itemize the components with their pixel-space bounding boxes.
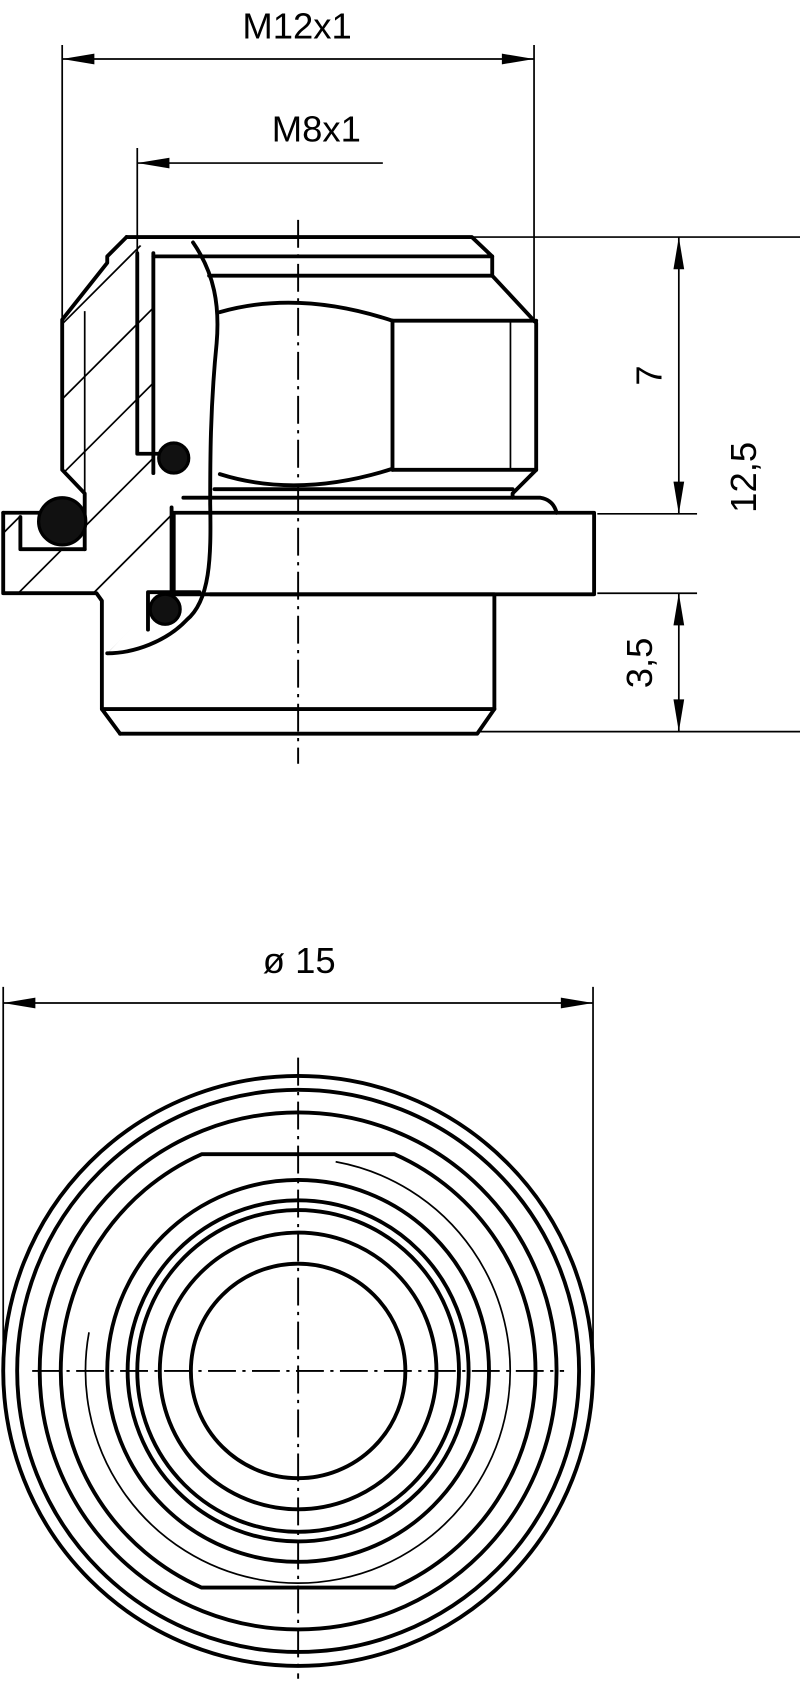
arrow-icon <box>560 997 594 1009</box>
end-view-dimensions: ø 15 <box>2 940 594 1371</box>
bore-line <box>135 251 163 456</box>
hex-barrel-bottom-arc <box>217 466 395 488</box>
dim-12-5: 12,5 <box>723 442 764 513</box>
collar-line-2 <box>181 495 559 515</box>
arrow-icon <box>673 237 685 270</box>
dim-m8x1: M8x1 <box>272 109 361 150</box>
dim-diameter-15: ø 15 <box>263 940 336 981</box>
dim-3-5: 3,5 <box>619 638 660 689</box>
breakout-curve <box>105 240 220 656</box>
small-o-ring-lower <box>148 592 182 626</box>
arrow-icon <box>673 481 685 514</box>
side-view-dimensions: M12x1 M8x1 7 3,5 12,5 <box>61 6 800 733</box>
arrow-icon <box>3 997 36 1009</box>
hex-barrel-top-arc <box>217 300 395 323</box>
arrow-icon <box>501 53 535 65</box>
section-hatching <box>3 237 188 654</box>
lower-seal-pocket <box>146 590 202 632</box>
flange-slot-pocket <box>18 515 87 552</box>
hex-outline <box>58 1152 538 1590</box>
small-o-ring-upper <box>157 441 191 475</box>
thread-arc <box>84 1160 511 1584</box>
flange-left-outline <box>1 510 123 736</box>
dim-m12x1: M12x1 <box>242 6 351 47</box>
flange <box>171 510 597 597</box>
hex-nut-outline <box>124 235 539 500</box>
arrow-icon <box>673 593 685 626</box>
dim-7: 7 <box>629 365 670 385</box>
end-view <box>1 1057 595 1679</box>
arrow-icon <box>673 699 685 732</box>
arrow-icon <box>137 157 170 169</box>
arrow-icon <box>62 53 95 65</box>
large-o-ring <box>36 496 88 547</box>
side-section-view <box>1 219 597 764</box>
